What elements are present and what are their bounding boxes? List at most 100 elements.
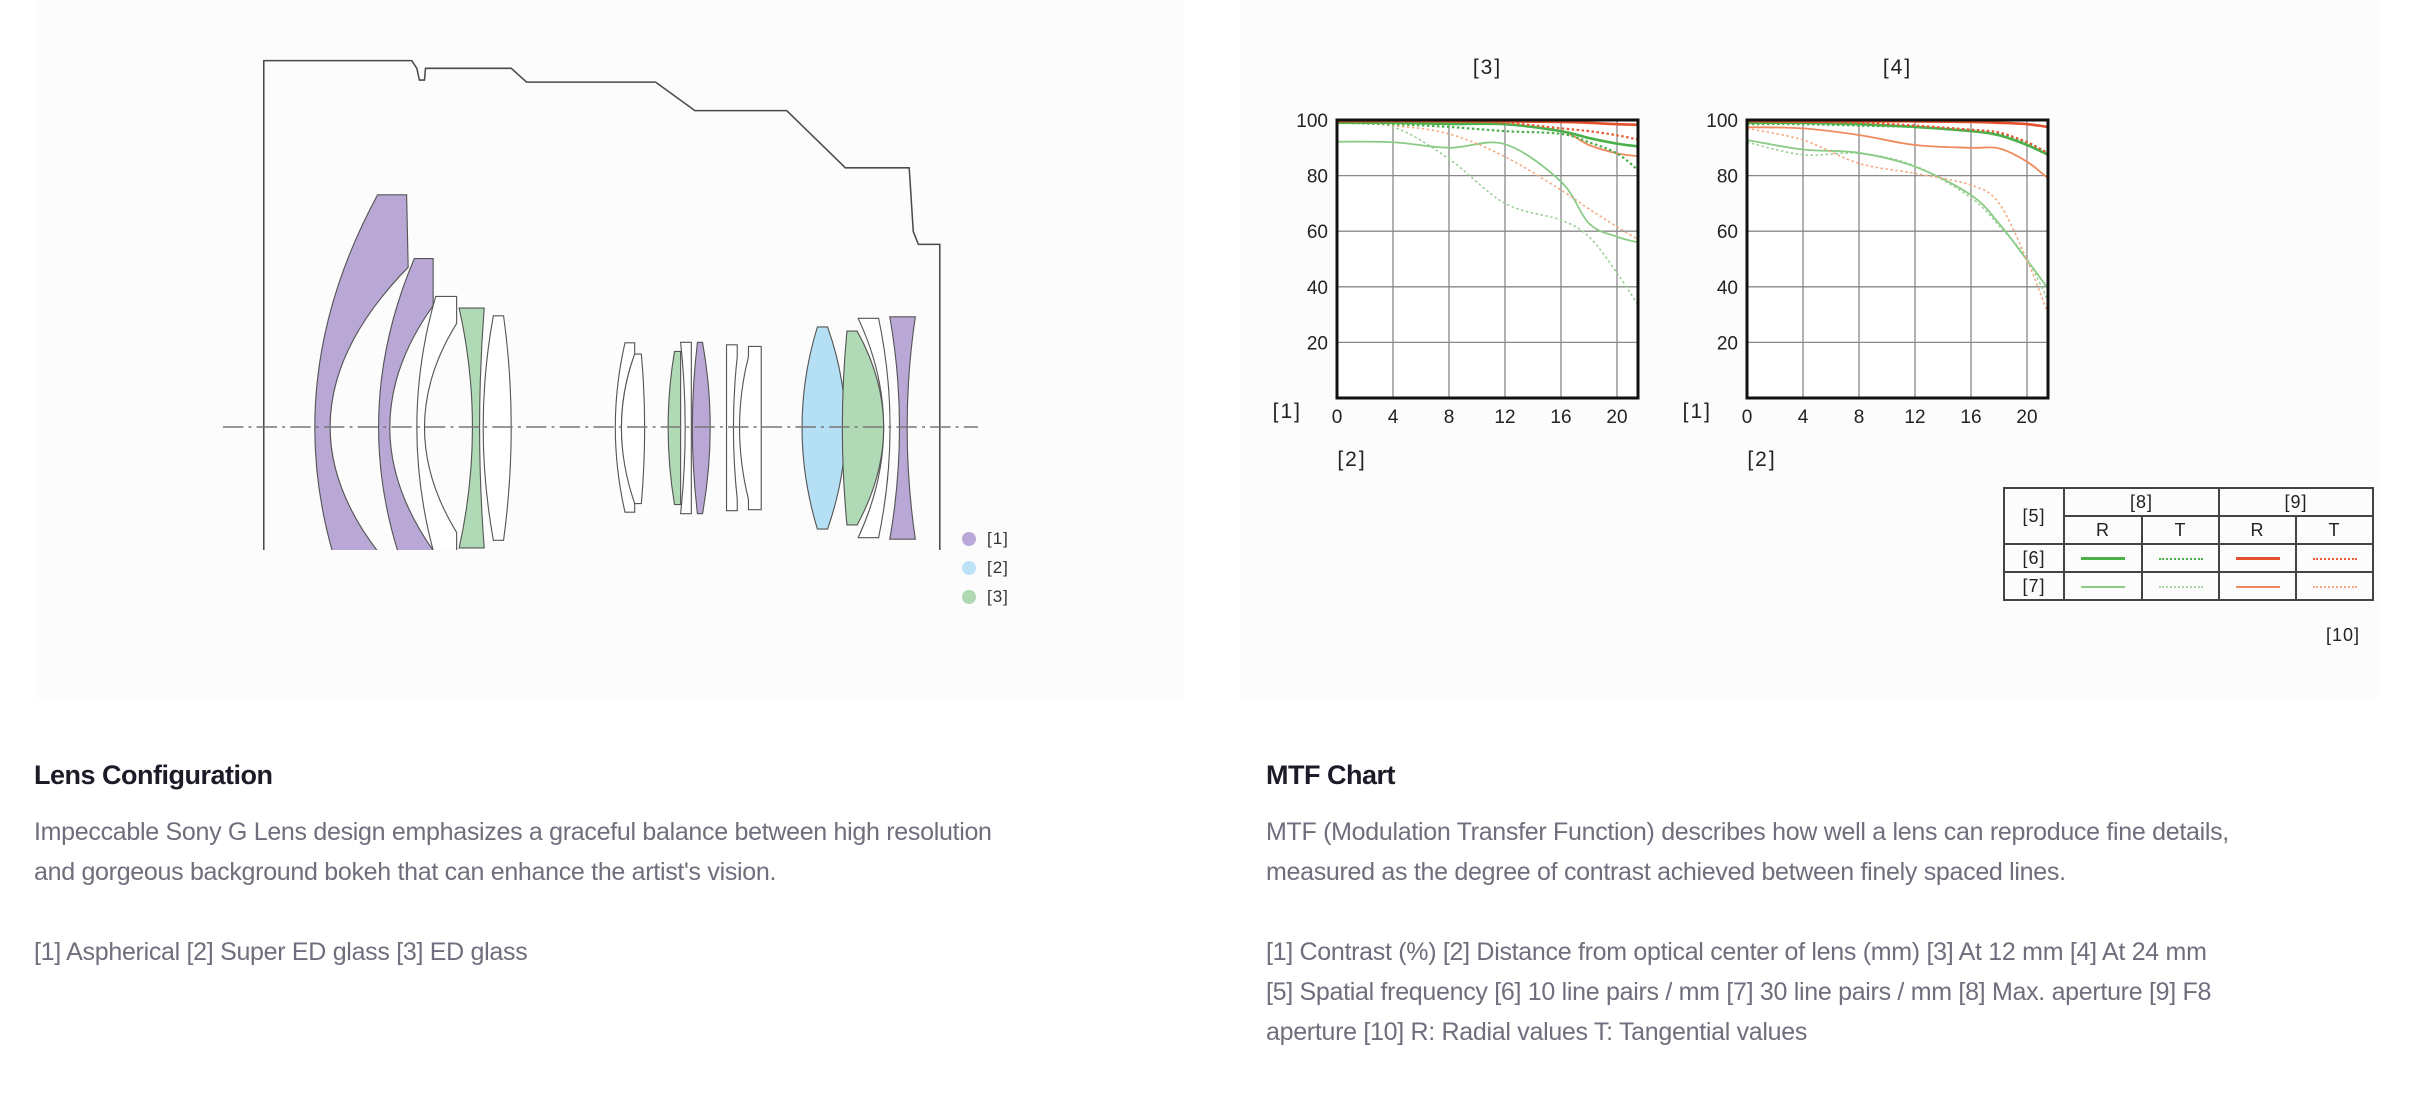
swatch-dotted-light-green	[2158, 585, 2203, 588]
y-tick-label: 100	[1296, 111, 1328, 132]
x-tick-label: 12	[1494, 407, 1515, 428]
series-line	[1746, 126, 2049, 180]
swatch-dotted-green	[2158, 557, 2203, 560]
lens-element-aspherical	[889, 316, 916, 540]
legend-swatch-cell	[2063, 571, 2143, 601]
lens-element-super-ed	[801, 326, 846, 530]
x-tick-label: 16	[1960, 407, 1981, 428]
legend-group-max-aperture: [8]	[2063, 487, 2220, 517]
x-tick-label: 4	[1388, 407, 1399, 428]
mtf-chart-2: 0 4 8 12 16 20 20 40 60 80 100 [4] [1] [2]	[1683, 56, 2050, 471]
legend-row-10lp: [6]	[2003, 543, 2065, 573]
y-tick-label: 40	[1717, 278, 1738, 299]
x-tick-label: 8	[1444, 407, 1455, 428]
lens-element	[739, 345, 762, 511]
legend-swatch-cell	[2218, 571, 2297, 601]
y-tick-label: 20	[1717, 333, 1738, 354]
mtf-key-line: [5] Spatial frequency [6] 10 line pairs …	[1266, 978, 2212, 1006]
series-line	[1746, 122, 2049, 155]
y-tick-label: 100	[1706, 111, 1738, 132]
mtf-description-line: measured as the degree of contrast achie…	[1266, 858, 2066, 886]
mtf-legend-table: [5] [8] [9] R T R T [6] [7]	[2003, 487, 2374, 601]
lens-legend-super-ed: [2]	[962, 558, 1009, 578]
y-axis-label: [1]	[1273, 400, 1302, 423]
lens-barrel-outline	[263, 59, 941, 550]
mtf-description-line: MTF (Modulation Transfer Function) descr…	[1266, 818, 2229, 846]
lens-description-line: Impeccable Sony G Lens design emphasizes…	[34, 818, 992, 846]
plot-background	[1747, 120, 2048, 398]
x-tick-label: 4	[1798, 407, 1809, 428]
lens-legend-aspherical: [1]	[962, 529, 1009, 549]
swatch-solid-light-green	[2081, 585, 2125, 588]
legend-corner: [5]	[2003, 487, 2065, 545]
y-tick-label: 60	[1307, 222, 1328, 243]
lens-element-ed	[841, 330, 885, 526]
lens-element-aspherical	[314, 194, 409, 550]
purple-dot-icon	[962, 532, 976, 546]
lens-element	[620, 353, 646, 505]
lens-element	[482, 315, 512, 541]
legend-swatch-cell	[2218, 543, 2297, 573]
x-axis-label: [2]	[1747, 448, 1776, 471]
legend-subheader-t: T	[2141, 515, 2220, 545]
swatch-dotted-orange	[2312, 585, 2357, 588]
mtf-key-line: aperture [10] R: Radial values T: Tangen…	[1266, 1018, 1808, 1046]
lens-element	[416, 295, 458, 550]
y-tick-label: 60	[1717, 222, 1738, 243]
legend-swatch-cell	[2141, 571, 2220, 601]
plot-frame	[1335, 118, 1640, 400]
plot-background	[1337, 120, 1638, 398]
x-tick-label: 8	[1854, 407, 1865, 428]
legend-subheader-r: R	[2063, 515, 2143, 545]
lens-diagram-panel	[35, 0, 1185, 698]
x-tick-label: 16	[1550, 407, 1571, 428]
x-tick-label: 0	[1742, 407, 1753, 428]
series-line	[1336, 121, 1639, 241]
y-axis-label: [1]	[1683, 400, 1712, 423]
mtf-key-line: [1] Contrast (%) [2] Distance from optic…	[1266, 938, 2207, 966]
lens-element	[679, 341, 692, 515]
lens-element-aspherical	[378, 258, 434, 550]
lens-description-line: and gorgeous background bokeh that can e…	[34, 858, 777, 886]
legend-subheader-t: T	[2295, 515, 2374, 545]
lens-configuration-diagram	[222, 59, 979, 550]
legend-label: [3]	[987, 587, 1009, 606]
legend-swatch-cell	[2295, 571, 2374, 601]
legend-swatch-cell	[2063, 543, 2143, 573]
swatch-solid-green	[2081, 557, 2125, 561]
lens-key-line: [1] Aspherical [2] Super ED glass [3] ED…	[34, 938, 528, 966]
swatch-solid-red	[2235, 557, 2280, 561]
chart-title: [4]	[1883, 56, 1912, 79]
x-tick-label: 20	[1606, 407, 1627, 428]
plot-frame	[1745, 118, 2050, 400]
x-tick-label: 12	[1904, 407, 1925, 428]
lens-element-ed	[458, 307, 485, 549]
y-tick-label: 80	[1307, 167, 1328, 188]
legend-note: [10]	[2326, 625, 2361, 645]
legend-swatch-cell	[2141, 543, 2220, 573]
lens-legend-ed: [3]	[962, 587, 1009, 607]
y-tick-label: 80	[1717, 167, 1738, 188]
swatch-dotted-red	[2312, 557, 2357, 560]
legend-row-30lp: [7]	[2003, 571, 2065, 601]
lens-element-aspherical	[691, 341, 711, 515]
green-dot-icon	[962, 590, 976, 604]
legend-label: [2]	[987, 558, 1009, 577]
lens-element-ed	[667, 350, 682, 506]
y-tick-label: 40	[1307, 278, 1328, 299]
legend-group-f8: [9]	[2218, 487, 2374, 517]
legend-swatch-cell	[2295, 543, 2374, 573]
swatch-solid-orange	[2235, 585, 2280, 588]
legend-subheader-r: R	[2218, 515, 2297, 545]
series-line	[1746, 127, 2049, 314]
series-line	[1336, 121, 1639, 148]
series-line	[1336, 121, 1639, 306]
legend-label: [1]	[987, 529, 1009, 548]
lens-configuration-heading: Lens Configuration	[34, 760, 273, 790]
x-tick-label: 0	[1332, 407, 1343, 428]
mtf-chart-heading: MTF Chart	[1266, 760, 1395, 790]
x-tick-label: 20	[2016, 407, 2037, 428]
lens-element	[857, 317, 891, 539]
